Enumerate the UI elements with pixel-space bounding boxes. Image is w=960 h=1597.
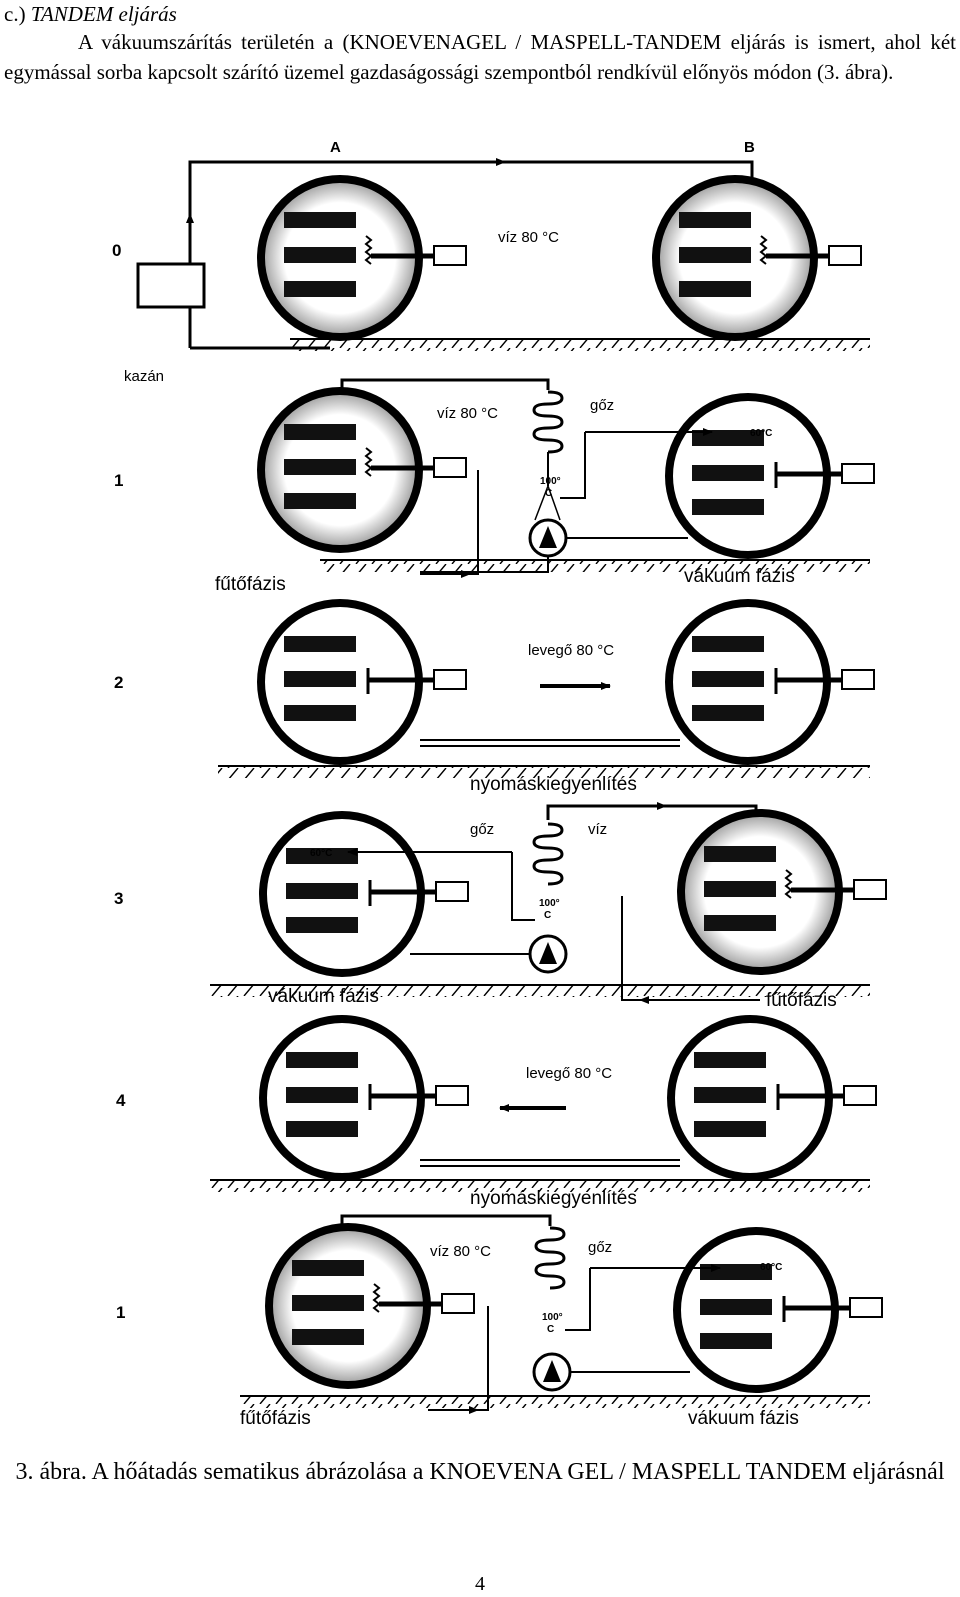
label-water-row1: víz 80 °C [437,405,498,422]
chamber-b-row2 [669,603,874,761]
section-label: c.) [4,2,26,26]
floor-hatch [290,339,870,351]
label-air-row2: levegő 80 °C [528,642,614,659]
label-60-row5: 60°C [760,1262,782,1273]
label-air-row4: levegő 80 °C [526,1065,612,1082]
body-paragraph: A vákuumszárítás területén a (KNOEVENAGE… [4,27,956,87]
label-heating-row3: fűtőfázis [766,990,837,1011]
label-60-row3: 60°C [310,848,332,859]
label-steam-row3: gőz [470,821,494,838]
label-100-row3: 100° [539,898,560,909]
label-c-row3: C [544,910,551,921]
section-title: TANDEM eljárás [30,2,177,26]
label-steam-row1: gőz [590,397,614,414]
label-vacuum-row5: vákuum fázis [688,1408,799,1429]
row-number-4: 4 [116,1091,126,1110]
paragraph-text: A vákuumszárítás területén a (KNOEVENAGE… [4,30,956,84]
label-vacuum-row3: vákuum fázis [268,986,379,1007]
page-number: 4 [475,1573,485,1595]
label-b: B [744,139,755,156]
boiler [136,262,206,309]
label-c-row5: C [547,1324,554,1335]
tandem-diagram: 0 A B kazán víz 80 °C 1 víz 80 °C gőz 10… [112,139,960,1429]
label-kazan: kazán [124,368,164,385]
chamber-a-row2 [261,603,466,761]
row-number-2: 2 [114,673,123,692]
section-heading: c.) TANDEM eljárás [4,2,177,27]
label-steam-row5: gőz [588,1239,612,1256]
chamber-b-row1 [669,397,874,555]
label-a: A [330,139,341,156]
figure-caption: 3. ábra. A hőátadás sematikus ábrázolása… [15,1459,945,1485]
label-c-row1: C [545,488,552,499]
label-100-row5: 100° [542,1312,563,1323]
label-heating-row1: fűtőfázis [215,574,286,595]
label-100-row1: 100° [540,476,561,487]
row-number-3: 3 [114,889,123,908]
chamber-a-row4 [263,1019,468,1177]
label-heating-row5: fűtőfázis [240,1408,311,1429]
row-number-0: 0 [112,241,121,260]
chamber-b-row0 [656,179,861,337]
chamber-a-row0 [261,179,466,337]
chamber-b-row4 [671,1019,876,1177]
label-60-row1: 60°C [750,428,772,439]
chamber-b-row5 [677,1231,882,1389]
row-number-5: 1 [116,1303,125,1322]
label-pressure-row4: nyomáskiegyenlítés [470,1188,637,1209]
chamber-b-row3 [681,813,886,971]
chamber-a-row1 [261,391,466,549]
row-number-1: 1 [114,471,123,490]
label-water-row5: víz 80 °C [430,1243,491,1260]
label-water-row0: víz 80 °C [498,229,559,246]
chamber-a-row3 [263,815,468,973]
label-water-short-row3: víz [588,821,607,838]
label-pressure-row2: nyomáskiegyenlítés [470,774,637,795]
